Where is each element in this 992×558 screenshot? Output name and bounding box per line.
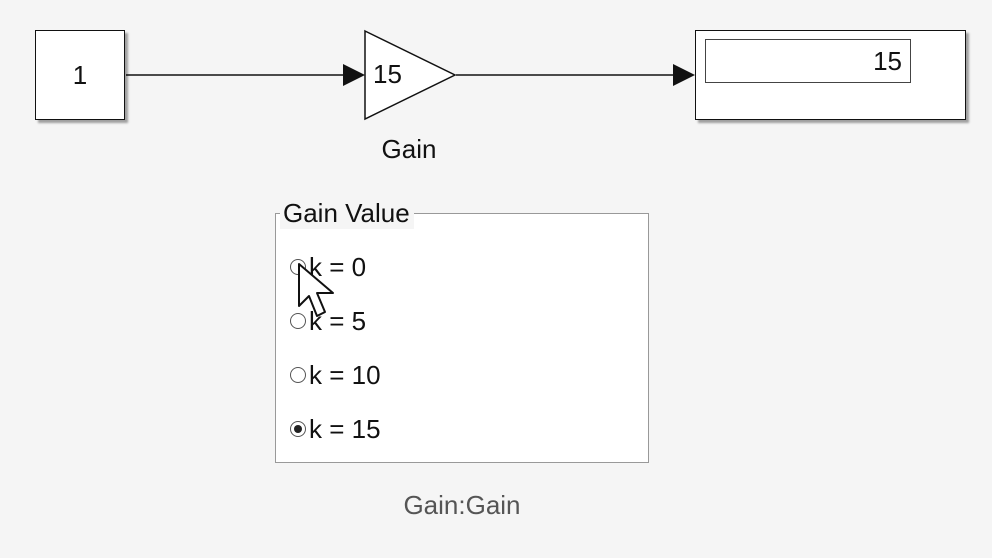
arrow-cursor-icon bbox=[298, 263, 334, 317]
radio-option-k-5[interactable]: k = 5 bbox=[290, 304, 366, 338]
gain-value-radio-group: Gain Value k = 0 k = 5 k = 10 k = 15 bbox=[275, 197, 649, 463]
radio-group-caption: Gain:Gain bbox=[403, 490, 521, 520]
display-block[interactable]: 15 bbox=[695, 30, 966, 120]
arrowhead-icon bbox=[343, 64, 365, 86]
radio-option-k-15[interactable]: k = 15 bbox=[290, 412, 381, 446]
radio-option-label: k = 15 bbox=[309, 413, 381, 444]
radio-option-label: k = 10 bbox=[309, 359, 381, 390]
radio-option-label: k = 0 bbox=[309, 251, 367, 282]
radio-unchecked-icon[interactable] bbox=[290, 367, 306, 383]
constant-block[interactable]: 1 bbox=[35, 30, 125, 120]
gain-triangle bbox=[364, 29, 457, 121]
radio-checked-icon[interactable] bbox=[290, 421, 306, 437]
radio-dot bbox=[294, 425, 302, 433]
gain-block-label: Gain bbox=[381, 134, 437, 164]
radio-group-title: Gain Value bbox=[280, 197, 414, 229]
display-value: 15 bbox=[705, 39, 911, 83]
constant-value: 1 bbox=[72, 59, 88, 90]
arrowhead-icon bbox=[673, 64, 695, 86]
radio-unchecked-icon[interactable] bbox=[290, 313, 306, 329]
gain-block-value: 15 bbox=[373, 59, 402, 89]
radio-option-k-10[interactable]: k = 10 bbox=[290, 358, 381, 392]
